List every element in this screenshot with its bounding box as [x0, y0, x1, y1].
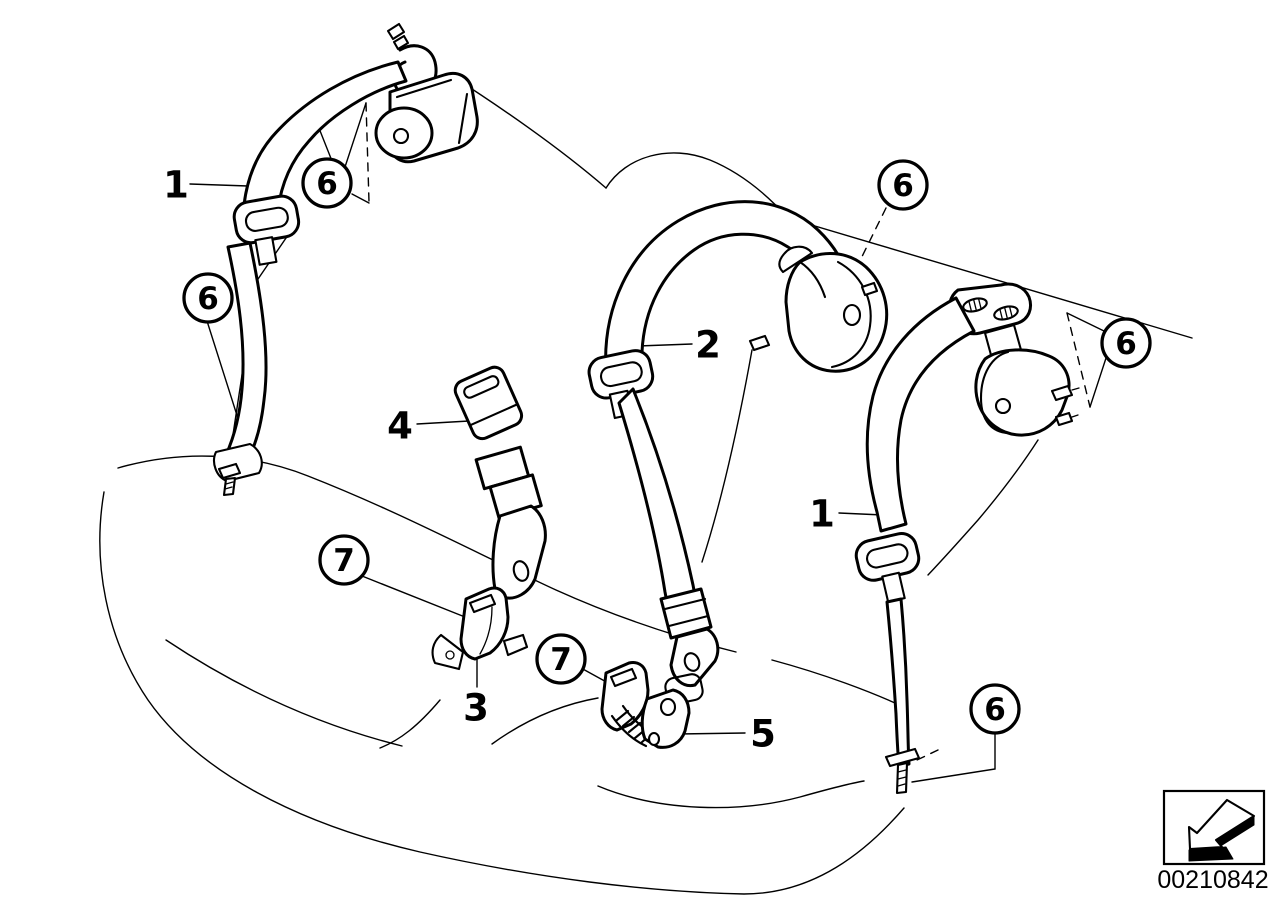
callout-4-center-buckle[interactable]: 4: [387, 404, 413, 447]
left-belt-anchor-bolt-icon: [217, 462, 242, 480]
lower-buckle-part3: [431, 586, 529, 671]
center-buckle-head: [453, 365, 524, 441]
right-seat-belt: [854, 282, 1080, 795]
callout-7-left-lower-buckle[interactable]: 7: [333, 543, 355, 579]
direction-arrow-icon: [1187, 798, 1256, 862]
callout-6-center-retractor-circle[interactable]: [877, 159, 929, 211]
right-belt-anchor-bolt-icon: [884, 747, 921, 768]
callout-7-right-lower-buckle[interactable]: 7: [550, 642, 572, 678]
callout-5-lower-belt-bracket[interactable]: 5: [750, 712, 776, 755]
callout-6-left-retractor[interactable]: 6: [316, 166, 338, 202]
left-belt-guide-loop: [232, 194, 301, 266]
callout-6-right-anchor-circle[interactable]: [969, 683, 1021, 735]
center-seat-belt: [587, 200, 889, 688]
right-retractor-bolt-icon: [1050, 384, 1074, 402]
right-retractor-bolt-icon: [1054, 411, 1074, 427]
callout-7-left-lower-buckle-circle[interactable]: [318, 534, 370, 586]
footer: 00210842: [1157, 789, 1269, 894]
right-belt-lap-strap: [885, 597, 911, 768]
callout-6-left-retractor-circle[interactable]: [301, 157, 353, 209]
center-buckle-unit-part4: [453, 365, 547, 600]
center-buckle-anchor-plate: [491, 504, 547, 600]
right-belt-guide-loop: [854, 532, 921, 603]
callout-6-center-retractor[interactable]: 6: [892, 168, 914, 204]
left-seat-belt: [213, 22, 479, 497]
callout-7-right-lower-buckle-circle[interactable]: [535, 633, 587, 685]
callout-6-right-retractor-circle[interactable]: [1100, 317, 1152, 369]
callout-2-center-belt[interactable]: 2: [695, 323, 721, 366]
center-belt-lap-strap: [617, 387, 698, 610]
center-retractor-bolt-icon: [860, 281, 879, 297]
right-belt-webbing: [865, 296, 976, 533]
part5-spring-coil: [615, 709, 653, 745]
callout-6-left-anchor-circle[interactable]: [182, 272, 234, 324]
callout-3-left-lower-buckle[interactable]: 3: [463, 686, 489, 729]
callout-1-right-belt[interactable]: 1: [809, 492, 835, 535]
diagram-id: 00210842: [1157, 866, 1268, 894]
callout-6-left-anchor[interactable]: 6: [197, 281, 219, 317]
callouts: 1 6 6 2 6 4 7 3 7 5 1 6 6: [163, 157, 1152, 755]
lower-belt-bracket-part5: [600, 661, 704, 749]
callout-1-left-belt[interactable]: 1: [163, 163, 189, 206]
right-belt-retractor: [974, 348, 1071, 437]
center-retractor-bolt-icon: [748, 334, 771, 352]
callout-6-right-anchor[interactable]: 6: [984, 692, 1006, 728]
callout-6-right-retractor[interactable]: 6: [1115, 326, 1137, 362]
left-belt-upper-bolt-icon: [386, 22, 406, 41]
